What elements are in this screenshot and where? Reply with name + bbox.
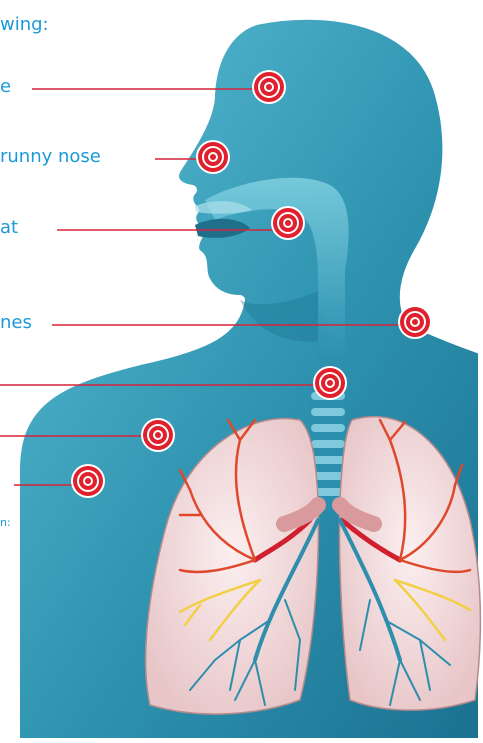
label-head: e — [0, 76, 11, 98]
footnote-text: n: — [0, 516, 11, 530]
label-aches: nes — [0, 312, 32, 334]
target-icon — [313, 366, 347, 400]
heading-text: wing: — [0, 14, 49, 36]
label-runny-nose: runny nose — [0, 146, 101, 168]
label-throat: at — [0, 217, 18, 239]
target-icon — [196, 140, 230, 174]
target-icon — [398, 305, 432, 339]
target-icon — [141, 418, 175, 452]
target-icon — [71, 464, 105, 498]
target-icon — [252, 70, 286, 104]
target-icon — [271, 206, 305, 240]
